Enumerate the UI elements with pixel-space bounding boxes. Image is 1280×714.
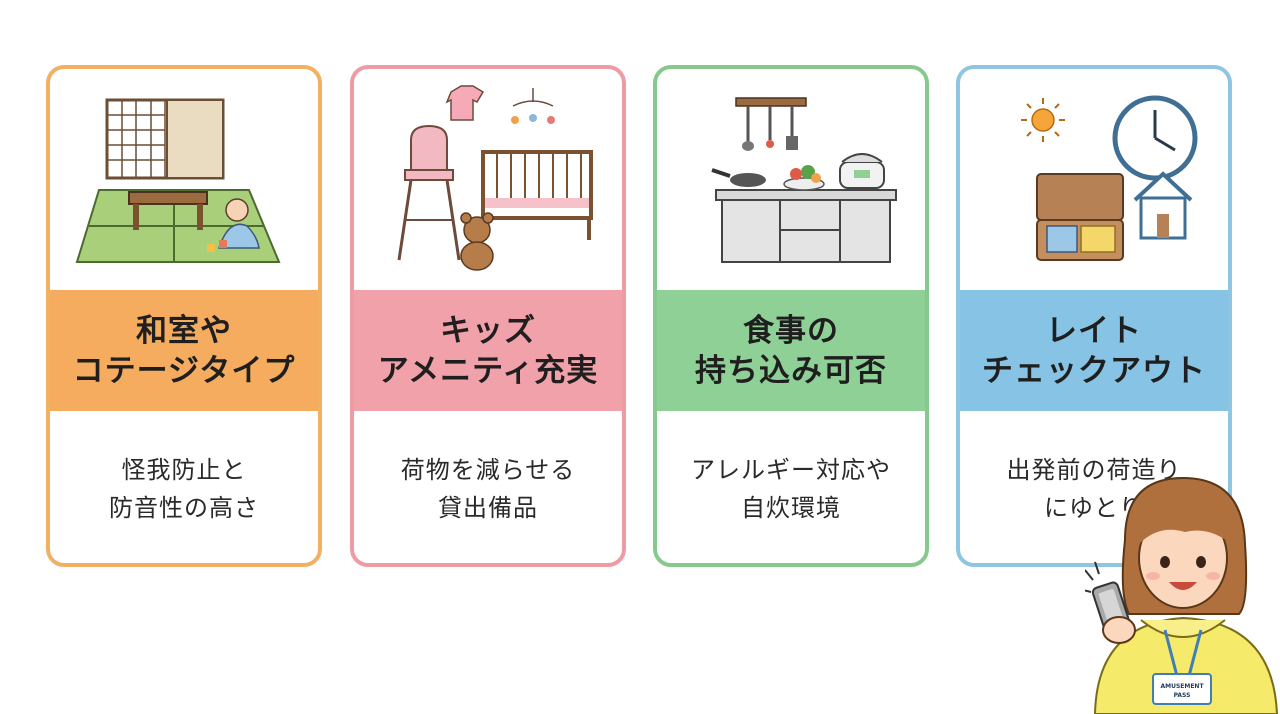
card-description: アレルギー対応や 自炊環境 (691, 456, 891, 522)
svg-text:AMUSEMENT: AMUSEMENT (1160, 683, 1204, 690)
card-title: 食事の 持ち込み可否 (657, 290, 925, 411)
kitchen-icon (657, 69, 925, 290)
card-description: 荷物を減らせる 貸出備品 (400, 456, 576, 522)
tatami-room-baby-icon (50, 69, 318, 290)
card-kids-amenities: キッズ アメニティ充実 荷物を減らせる 貸出備品 (350, 65, 626, 567)
guide-woman-with-phone-icon: AMUSEMENT PASS (1082, 470, 1280, 714)
late-checkout-icon (960, 69, 1228, 290)
kids-amenities-icon (354, 69, 622, 290)
card-title: キッズ アメニティ充実 (354, 290, 622, 411)
card-description: 怪我防止と 防音性の高さ (109, 456, 259, 522)
card-title: レイト チェックアウト (960, 290, 1228, 411)
card-japanese-room: 和室や コテージタイプ 怪我防止と 防音性の高さ (46, 65, 322, 567)
svg-text:PASS: PASS (1174, 692, 1191, 699)
card-food-policy: 食事の 持ち込み可否 アレルギー対応や 自炊環境 (653, 65, 929, 567)
card-title: 和室や コテージタイプ (50, 290, 318, 411)
